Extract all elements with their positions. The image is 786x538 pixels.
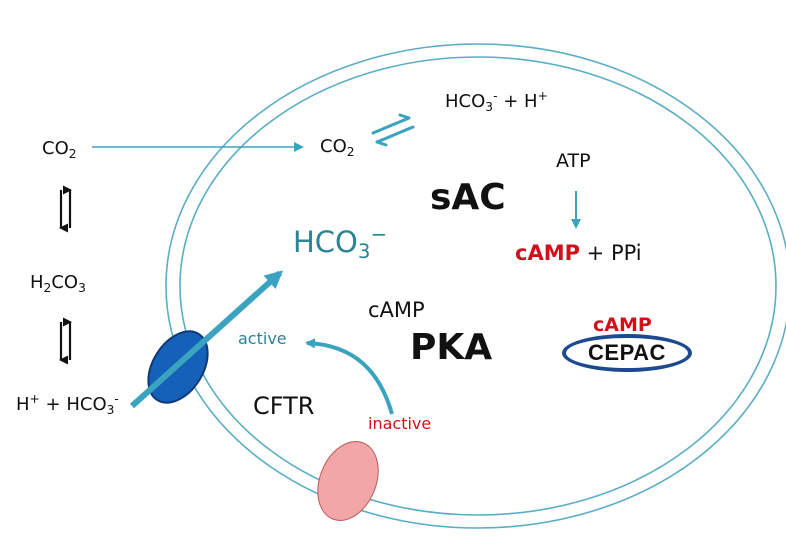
cell-membrane-inner: [179, 56, 777, 516]
carbonic-acid-label: H2CO3: [30, 272, 86, 295]
co2-subscript: 2: [68, 146, 77, 161]
cell-membrane-outer: [165, 43, 786, 529]
proton-superscript: +: [29, 392, 40, 407]
cepac-camp-label: cAMP: [593, 314, 652, 336]
proton-superscript: +: [537, 89, 548, 104]
pka-label: PKA: [410, 327, 493, 368]
bicarbonate-superscript: −: [370, 223, 387, 247]
co2-main: CO: [42, 138, 69, 159]
co2-h2co3-equilibrium-arrows: [59, 185, 72, 233]
bicarbonate-proton-inside-label: HCO3- + H+: [445, 90, 548, 114]
camp-product-label: cAMP + PPi: [515, 243, 642, 264]
co2-main: CO: [320, 136, 347, 157]
camp-text: cAMP: [515, 241, 580, 265]
camp-pka-label: cAMP: [368, 298, 425, 322]
plus-proton-text: + H: [497, 91, 538, 112]
bicarbonate-subscript: 3: [106, 402, 115, 417]
bicarbonate-superscript: -: [493, 89, 498, 104]
co2-subscript: 2: [346, 144, 355, 159]
atp-label: ATP: [556, 150, 591, 172]
plus-sign: +: [39, 394, 67, 415]
bicarbonate-subscript: 3: [357, 240, 371, 264]
bicarbonate-text: HCO: [293, 225, 358, 259]
cftr-label: CFTR: [253, 392, 315, 420]
h-text: H: [30, 272, 44, 293]
sac-label: sAC: [430, 177, 506, 218]
bicarbonate-text: HCO: [445, 91, 486, 112]
hco3-transport-arrow: [129, 270, 283, 409]
bicarbonate-large-label: HCO3−: [293, 225, 387, 262]
bicarbonate-superscript: -: [114, 392, 119, 407]
inactive-label: inactive: [368, 414, 432, 433]
co2-outside-label: CO2: [42, 138, 77, 161]
proton-text: H: [16, 394, 30, 415]
co2-hco3-equilibrium-arrows: [371, 113, 415, 147]
bicarbonate-text: HCO: [66, 394, 107, 415]
bicarbonate-subscript: 3: [485, 99, 494, 114]
cepac-text: CEPAC: [588, 340, 666, 365]
co-subscript: 3: [78, 280, 86, 295]
ppi-text: + PPi: [580, 241, 642, 265]
proton-bicarbonate-outside-label: H+ + HCO3-: [16, 393, 119, 417]
cftr-channel: [317, 441, 379, 521]
pka-activation-arrow: [305, 338, 394, 415]
cepac-badge: CEPAC: [562, 334, 692, 372]
co-text: CO: [51, 272, 79, 293]
h2co3-dissociation-arrows: [59, 317, 72, 365]
active-label: active: [238, 329, 287, 348]
h-subscript: 2: [43, 280, 52, 295]
co2-inside-label: CO2: [320, 136, 355, 159]
